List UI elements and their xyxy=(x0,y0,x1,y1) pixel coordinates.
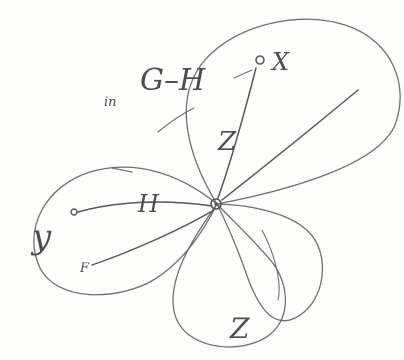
x-label: X xyxy=(270,48,290,76)
title-prefix-label: in xyxy=(104,95,117,110)
axis-line-upper-right xyxy=(222,90,358,200)
tick-near-x xyxy=(234,70,252,78)
x-atom xyxy=(256,56,264,64)
bond-y-label: H xyxy=(137,190,160,218)
lobe-left xyxy=(34,167,217,295)
lobe-upper-right xyxy=(186,19,400,204)
bond-x-label: Z xyxy=(217,127,237,157)
dash-above-y-bond xyxy=(112,168,132,172)
y-label: y xyxy=(30,217,52,257)
f-label: F xyxy=(79,261,90,276)
y-atom xyxy=(71,209,77,215)
z-label: Z xyxy=(229,312,250,345)
lobe-lower-right xyxy=(217,204,322,321)
lobe-inner-stroke xyxy=(262,230,279,300)
title-stroke xyxy=(158,108,194,132)
title-label: G–H xyxy=(140,63,206,98)
center-atom-dot xyxy=(214,202,217,205)
